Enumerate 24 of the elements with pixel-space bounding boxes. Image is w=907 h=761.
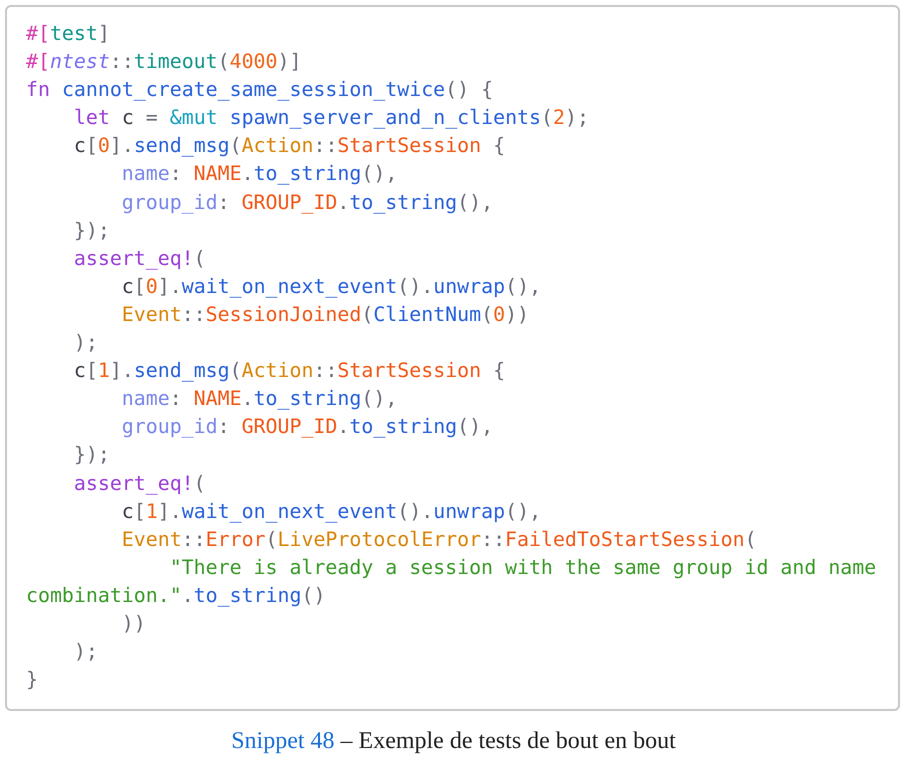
code-line: group_id: GROUP_ID.to_string(),	[120, 190, 494, 216]
code-line: c[0].send_msg(Action::StartSession {	[72, 133, 506, 160]
code-line: #[ntest::timeout(4000)]	[26, 49, 302, 76]
code-line: }	[26, 667, 39, 694]
code-line: c[0].wait_on_next_event().unwrap(),	[120, 274, 542, 300]
code-line: Event::Error(LiveProtocolError::FailedToStartSession(	[120, 526, 758, 553]
code-line: group_id: GROUP_ID.to_string(),	[120, 414, 494, 440]
code-line: Event::SessionJoined(ClientNum(0))	[120, 302, 530, 328]
code-line: name: NAME.to_string(),	[120, 386, 398, 412]
code-line: let c = &mut spawn_server_and_n_clients(2);	[72, 105, 590, 132]
code-line: c[1].send_msg(Action::StartSession {	[72, 358, 506, 384]
code-line: );	[72, 330, 99, 356]
code-line: assert_eq!(	[72, 246, 207, 272]
code-line: });	[72, 442, 111, 468]
code-line: });	[72, 218, 111, 244]
code-line: #[test]	[26, 21, 111, 47]
code-line: fn cannot_create_same_session_twice() {	[26, 77, 494, 104]
caption: Snippet 48 – Exemple de tests de bout en bout	[230, 728, 677, 755]
code-line: c[1].wait_on_next_event().unwrap(),	[120, 498, 542, 525]
code-line: );	[72, 639, 99, 666]
code-line: assert_eq!(	[72, 470, 207, 497]
code-line: ))	[120, 610, 147, 637]
code-line: name: NAME.to_string(),	[120, 161, 398, 188]
code-line: "There is already a session with the same group id and name combination.".to_string()	[26, 554, 878, 609]
